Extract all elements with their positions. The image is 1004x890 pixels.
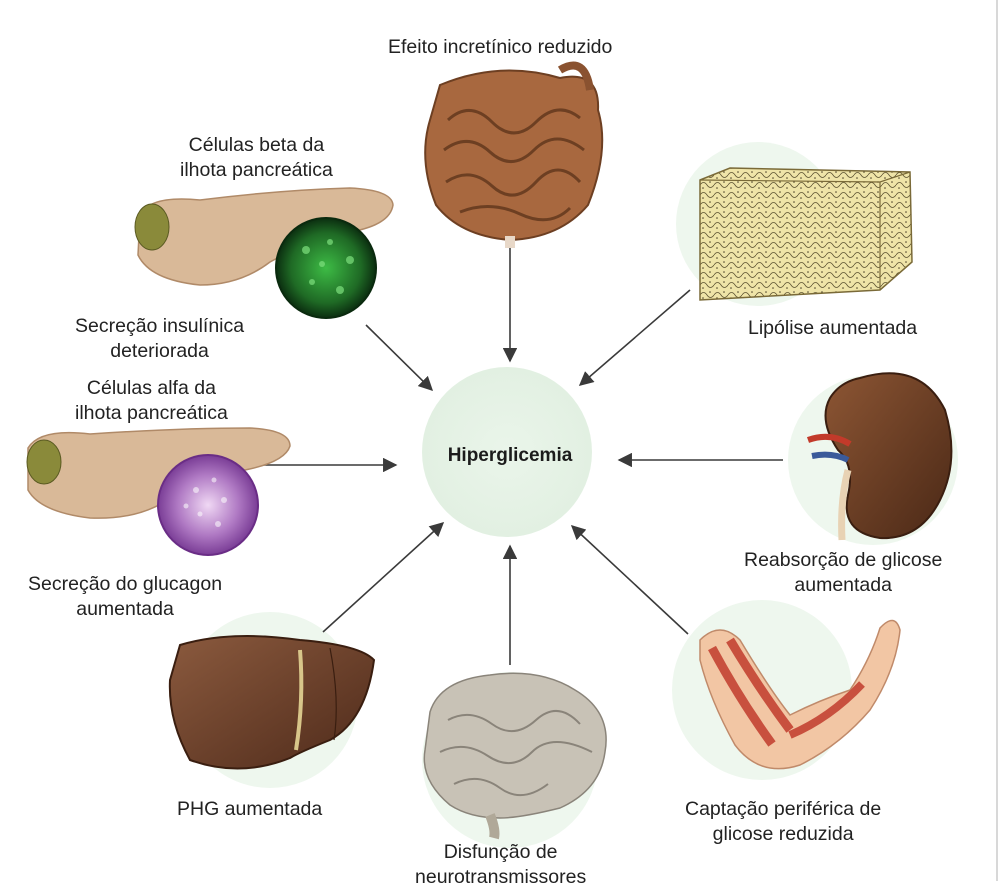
muscle-label-line-2: glicose reduzida (685, 822, 881, 847)
fat-label: Lipólise aumentada (748, 316, 917, 341)
arrow-liver (323, 523, 443, 632)
brain-label-line-2: neurotransmissores (415, 865, 586, 890)
alpha-caption: Secreção do glucagon aumentada (28, 572, 222, 622)
beta-caption: Secreção insulínica deteriorada (75, 314, 244, 364)
arrow-fat (580, 290, 690, 385)
alpha-caption-line-2: aumentada (28, 597, 222, 622)
kidney-label-line-1: Reabsorção de glicose (744, 548, 942, 573)
beta-title-line-2: ilhota pancreática (180, 158, 333, 183)
muscle-label: Captação periférica de glicose reduzida (685, 797, 881, 847)
muscle-label-line-1: Captação periférica de (685, 797, 881, 822)
center-label: Hiperglicemia (410, 445, 610, 467)
beta-title-line-1: Células beta da (180, 133, 333, 158)
brain-label-line-1: Disfunção de (415, 840, 586, 865)
alpha-caption-line-1: Secreção do glucagon (28, 572, 222, 597)
adipose-block-image (700, 168, 912, 300)
page-edge (996, 0, 998, 881)
alpha-title-line-2: ilhota pancreática (75, 401, 228, 426)
beta-title: Células beta da ilhota pancreática (180, 133, 333, 183)
beta-caption-line-2: deteriorada (75, 339, 244, 364)
alpha-title: Células alfa da ilhota pancreática (75, 376, 228, 426)
pancreas-beta-image (135, 188, 393, 318)
beta-caption-line-1: Secreção insulínica (75, 314, 244, 339)
kidney-label: Reabsorção de glicose aumentada (744, 548, 942, 598)
liver-label: PHG aumentada (177, 797, 322, 822)
alpha-title-line-1: Células alfa da (75, 376, 228, 401)
pancreas-alpha-image (27, 428, 290, 555)
brain-label: Disfunção de neurotransmissores (415, 840, 586, 890)
arrow-muscle (572, 526, 688, 634)
liver-image (170, 636, 374, 769)
arrow-beta (366, 325, 432, 390)
gut-label: Efeito incretínico reduzido (388, 35, 612, 60)
intestine-image (425, 66, 602, 249)
kidney-label-line-2: aumentada (744, 573, 942, 598)
